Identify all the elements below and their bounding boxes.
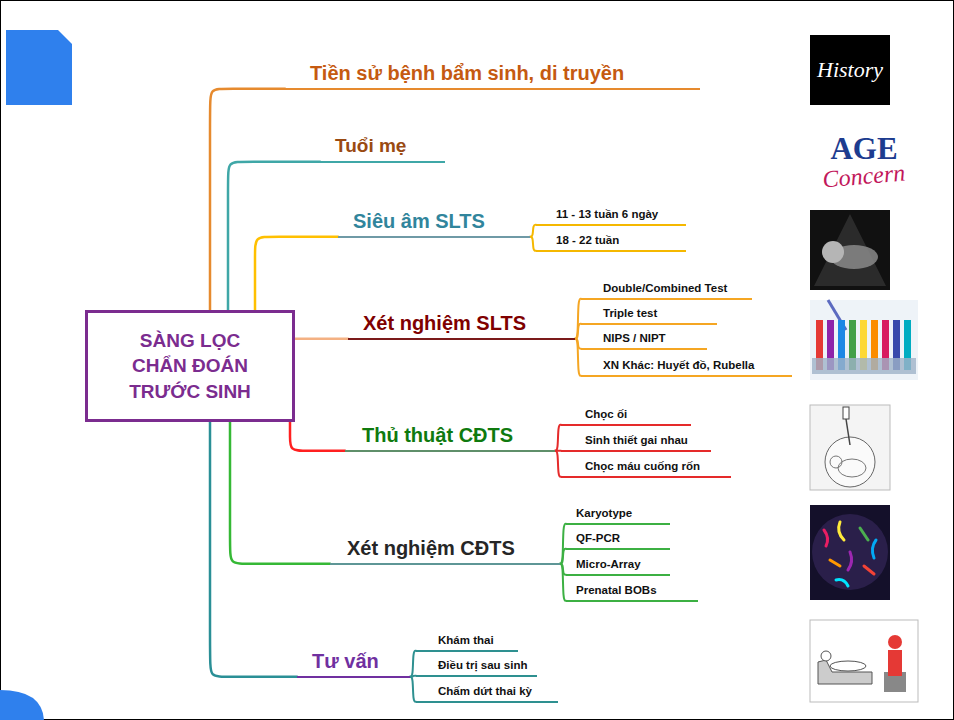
topic-text: Sinh thiết gai nhau — [585, 434, 688, 448]
chromosome — [860, 528, 868, 540]
chromosome — [848, 552, 852, 570]
picture-label: History — [810, 35, 890, 105]
topic-text: NIPS / NIPT — [603, 332, 666, 346]
sub-topic: Prenatal BOBs — [566, 580, 698, 602]
counsellor-head — [888, 635, 902, 649]
topic-text: QF-PCR — [576, 532, 620, 546]
topic-text: Chọc máu cuống rốn — [585, 460, 700, 474]
counselling-picture — [810, 620, 918, 702]
branch-connector — [295, 338, 348, 341]
chromosome — [830, 560, 840, 566]
needle-sketch — [846, 419, 850, 445]
branch-connector — [210, 422, 297, 677]
branch-topic: Tuổi mẹ — [320, 135, 445, 163]
branch-topic: Siêu âm SLTS — [338, 209, 530, 238]
sub-topic: Double/Combined Test — [581, 278, 752, 300]
sub-topic: Sinh thiết gai nhau — [561, 430, 711, 452]
ultrasound-picture — [810, 210, 890, 290]
branch-topic: Xét nghiệm SLTS — [348, 311, 575, 340]
ultrasound-head — [822, 241, 844, 263]
topic-text: Xét nghiệm CĐTS — [347, 536, 515, 560]
fetus-head-sketch — [830, 456, 842, 468]
chromosome-glow — [812, 514, 888, 590]
sub-topic: QF-PCR — [566, 528, 670, 550]
topic-text: Micro-Array — [576, 558, 641, 572]
patient-figure — [830, 661, 866, 671]
topic-text: 11 - 13 tuần 6 ngày — [556, 208, 658, 222]
sub-topic: 11 - 13 tuần 6 ngày — [536, 204, 686, 226]
topic-text: Thủ thuật CĐTS — [362, 423, 513, 447]
chromosome — [836, 580, 848, 586]
topic-text: Chấm dứt thai kỳ — [438, 685, 532, 699]
sub-topic: Chọc máu cuống rốn — [561, 456, 731, 478]
topic-text: Chọc ối — [585, 408, 627, 422]
procedure-sketch — [810, 405, 890, 490]
topic-text: Tiền sử bệnh bẩm sinh, di truyền — [310, 61, 624, 85]
sub-topic: 18 - 22 tuần — [536, 230, 686, 252]
topic-text: Triple test — [603, 307, 657, 321]
sub-topic: Triple test — [581, 303, 717, 325]
chromosome-picture — [810, 505, 890, 600]
topic-text: SÀNG LỌC CHẨN ĐOÁN TRƯỚC SINH — [119, 328, 261, 405]
sub-topic: Micro-Array — [566, 554, 670, 576]
branch-connector — [290, 422, 345, 451]
branch-topic: Thủ thuật CĐTS — [345, 423, 555, 452]
history-picture — [810, 35, 890, 105]
chromosome — [839, 522, 844, 540]
topic-text: Điều trị sau sinh — [438, 659, 527, 673]
branch-connector — [230, 422, 330, 564]
branch-topic: Tư vấn — [297, 649, 410, 678]
branch-connector — [210, 89, 285, 310]
corner-circle — [0, 690, 44, 720]
chromosome — [872, 540, 876, 558]
couch — [818, 660, 872, 684]
sub-topic: XN Khác: Huyết đồ, Rubella — [581, 355, 792, 377]
sub-topic: NIPS / NIPT — [581, 328, 707, 350]
sub-topic: Karyotype — [566, 503, 670, 525]
topic-text: 18 - 22 tuần — [556, 234, 619, 248]
counsellor-figure — [888, 650, 902, 676]
patient-head — [821, 651, 831, 661]
topic-text: Double/Combined Test — [603, 282, 727, 296]
chromosome — [824, 530, 828, 546]
tube-rack — [812, 358, 916, 374]
topic-text: Xét nghiệm SLTS — [363, 311, 526, 335]
sub-topic: Chọc ối — [561, 404, 691, 426]
topic-text: Tư vấn — [312, 649, 379, 673]
sub-topic: Khám thai — [416, 630, 518, 652]
sub-topic: Chấm dứt thai kỳ — [416, 681, 558, 703]
test-tube-picture — [810, 300, 918, 380]
topic-text: Tuổi mẹ — [335, 135, 406, 158]
central-topic-box: SÀNG LỌC CHẨN ĐOÁN TRƯỚC SINH — [85, 310, 295, 422]
sub-topic: Điều trị sau sinh — [416, 655, 537, 677]
topic-text: Khám thai — [438, 634, 494, 648]
ultrasound-fan — [814, 214, 886, 286]
branch-topic: Xét nghiệm CĐTS — [330, 536, 560, 565]
topic-text: Prenatal BOBs — [576, 584, 657, 598]
picture-label: Concern — [809, 158, 919, 197]
branch-topic: Tiền sử bệnh bẩm sinh, di truyền — [285, 61, 700, 90]
topic-text: Karyotype — [576, 507, 632, 521]
syringe-sketch — [843, 407, 849, 419]
corner-tab — [6, 30, 72, 105]
topic-text: Siêu âm SLTS — [353, 209, 485, 233]
branch-connector — [255, 237, 338, 310]
chromosome — [864, 566, 874, 574]
topic-text: XN Khác: Huyết đồ, Rubella — [603, 359, 754, 373]
